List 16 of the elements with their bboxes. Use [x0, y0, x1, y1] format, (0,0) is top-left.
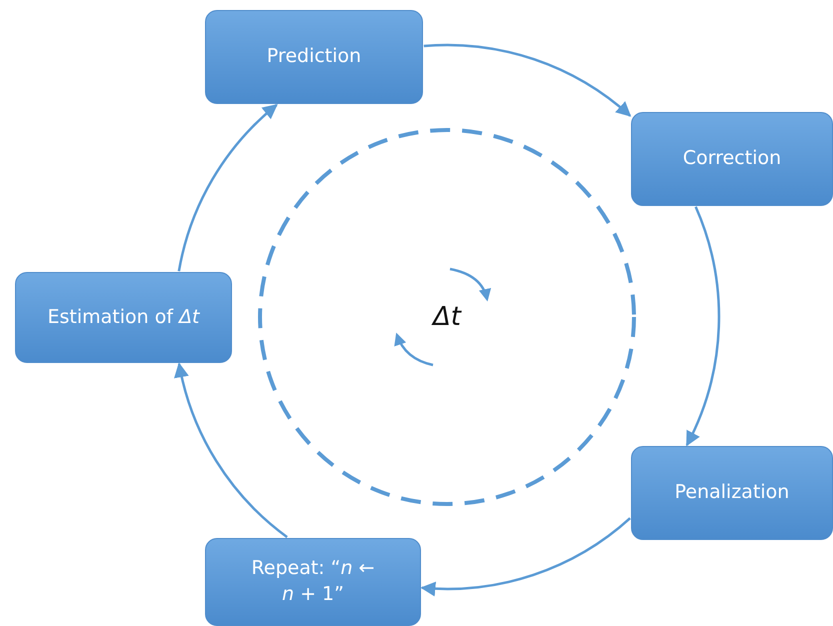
process-box: [205, 538, 421, 626]
dashed-cycle-circle: [257, 127, 637, 507]
process-box: [631, 112, 833, 206]
step-label: Correction: [682, 146, 782, 172]
step-label: Repeat: “n ← n + 1”: [250, 556, 376, 607]
process-box: [631, 446, 833, 540]
curved-arrow: [420, 517, 631, 596]
process-box: [15, 272, 232, 363]
step-label: Estimation of Δt: [47, 304, 200, 330]
curved-arrow: [174, 362, 288, 538]
step-label: Prediction: [266, 44, 362, 70]
process-box: [205, 10, 423, 104]
curved-arrow: [424, 44, 632, 117]
step-label: Penalization: [674, 480, 790, 506]
curved-arrow: [686, 206, 720, 446]
time-step-label: Δt: [433, 302, 461, 332]
